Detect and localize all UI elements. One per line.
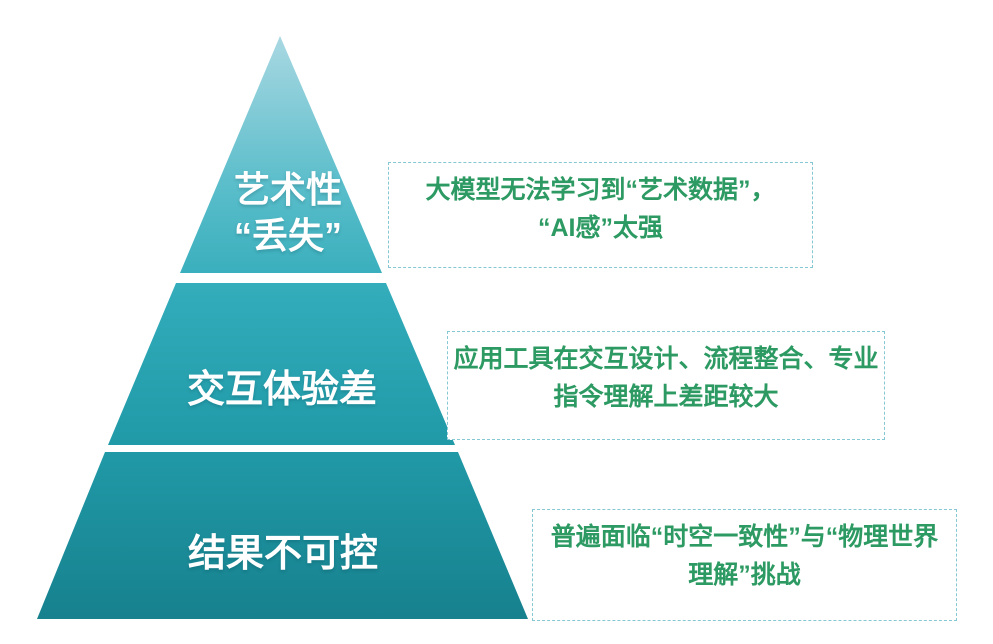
annotation-text: “AI感”太强 — [537, 214, 663, 242]
annotation-text: 理解”挑战 — [688, 561, 801, 589]
annotation-text: 指令理解上差距较大 — [553, 383, 779, 411]
annotation-text: 应用工具在交互设计、流程整合、专业 — [453, 345, 879, 373]
pyramid-tier-top — [180, 36, 382, 273]
annotation-box-uncontrollable-results: 普遍面临“时空一致性”与“物理世界 理解”挑战 — [532, 509, 957, 621]
annotation-box-artistic-loss: 大模型无法学习到“艺术数据”， “AI感”太强 — [388, 162, 813, 268]
annotation-text: 普遍面临“时空一致性”与“物理世界 — [550, 523, 939, 551]
pyramid-tier-bottom — [37, 452, 528, 619]
pyramid-tier-middle — [108, 283, 455, 445]
annotation-box-poor-interaction: 应用工具在交互设计、流程整合、专业 指令理解上差距较大 — [447, 331, 885, 440]
annotation-text: 大模型无法学习到“艺术数据”， — [425, 176, 776, 204]
